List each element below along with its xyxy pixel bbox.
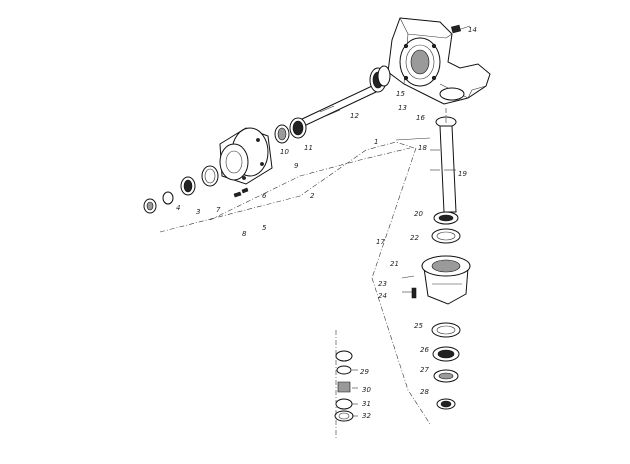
callout-29: 29 — [360, 368, 369, 376]
vertical-shaft — [435, 116, 457, 213]
callout-21: 21 — [390, 260, 399, 268]
bearing-assembly-upper — [274, 117, 307, 144]
callout-27: 27 — [420, 366, 429, 374]
callout-8: 8 — [242, 230, 247, 238]
callout-26: 26 — [420, 346, 429, 354]
pinion-shaft — [299, 65, 391, 127]
lower-bearings — [431, 322, 461, 410]
gearbox-housing — [387, 17, 491, 105]
callout-23: 23 — [378, 280, 387, 288]
callout-14: 14 — [468, 26, 477, 34]
callout-5: 5 — [262, 224, 267, 232]
callout-12: 12 — [350, 112, 359, 120]
bearing-housing-flange — [219, 127, 273, 185]
callout-17: 17 — [376, 238, 385, 246]
callout-28: 28 — [420, 388, 429, 396]
callout-11: 11 — [304, 144, 313, 152]
callout-15: 15 — [396, 90, 405, 98]
callout-1: 1 — [374, 138, 378, 146]
callout-22: 22 — [410, 234, 419, 242]
callout-7: 7 — [216, 206, 221, 214]
leader-lines — [159, 108, 447, 440]
callout-18: 18 — [418, 144, 427, 152]
callout-20: 20 — [414, 210, 423, 218]
small-parts-row — [143, 165, 249, 214]
bearing-stack — [431, 211, 461, 244]
callout-19: 19 — [458, 170, 467, 178]
callout-2: 2 — [310, 192, 315, 200]
callout-30: 30 — [362, 386, 371, 394]
fastener-stack — [334, 350, 354, 422]
callout-31: 31 — [362, 400, 371, 408]
callout-16: 16 — [416, 114, 425, 122]
callout-32: 32 — [362, 412, 371, 420]
callout-24: 24 — [378, 292, 387, 300]
callout-6: 6 — [262, 192, 267, 200]
callout-9: 9 — [294, 162, 299, 170]
callout-25: 25 — [414, 322, 423, 330]
callout-4: 4 — [176, 204, 180, 212]
callout-13: 13 — [398, 104, 407, 112]
callout-10: 10 — [280, 148, 289, 156]
callout-3: 3 — [196, 208, 200, 216]
gear-hub — [411, 255, 471, 305]
callouts: 1 2 3 4 5 6 7 8 9 10 11 12 13 14 15 16 1… — [176, 26, 477, 420]
